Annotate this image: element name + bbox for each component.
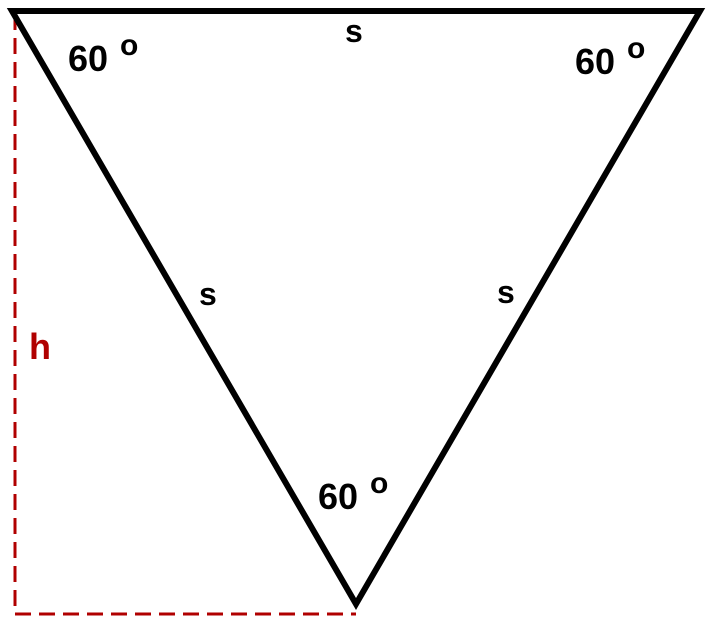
side-label-top: s	[345, 13, 363, 49]
equilateral-triangle	[6, 8, 706, 610]
angle-label-top-left: 60 o	[68, 29, 138, 79]
angle-value: 60	[575, 41, 615, 82]
side-label-right: s	[497, 274, 515, 310]
angle-value: 60	[68, 38, 108, 79]
degree-symbol: o	[370, 467, 388, 500]
height-dashed-guide	[13, 14, 356, 616]
angle-label-bottom: 60 o	[318, 467, 388, 517]
height-label: h	[29, 326, 51, 367]
degree-symbol: o	[627, 32, 645, 65]
side-label-left: s	[199, 276, 217, 312]
angle-label-top-right: 60 o	[575, 32, 645, 82]
degree-symbol: o	[120, 29, 138, 62]
angle-value: 60	[318, 476, 358, 517]
